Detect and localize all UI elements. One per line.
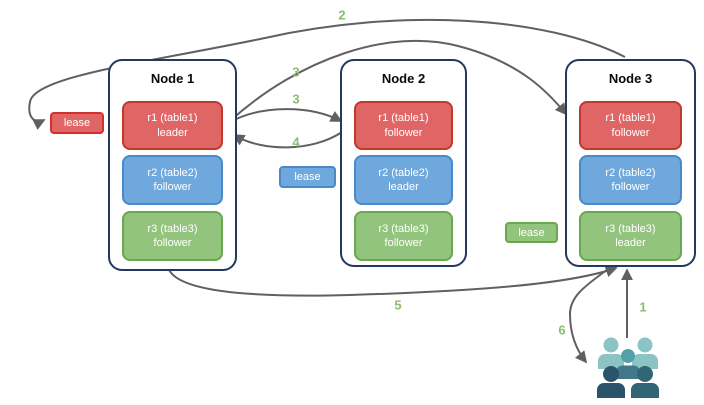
arrow-step4-to-node1 bbox=[232, 131, 343, 149]
replica-name: r2 (table2) bbox=[378, 166, 429, 179]
step-label-3b: 3 bbox=[292, 91, 300, 107]
replica-role: follower bbox=[153, 237, 192, 249]
lease-badge-r3: lease bbox=[505, 222, 558, 243]
replica-name: r3 (table3) bbox=[605, 222, 656, 235]
node2-replica-r1: r1 (table1) follower bbox=[354, 101, 453, 150]
replica-name: r3 (table3) bbox=[378, 222, 429, 235]
node-1-title: Node 1 bbox=[150, 71, 195, 86]
replica-name: r1 (table1) bbox=[605, 112, 656, 125]
arrow-step3-to-node2 bbox=[229, 108, 343, 123]
replica-name: r2 (table2) bbox=[147, 166, 198, 179]
node-2-title: Node 2 bbox=[381, 71, 426, 86]
node1-replica-r3: r3 (table3) follower bbox=[122, 211, 223, 261]
arrow-step6 bbox=[568, 265, 613, 364]
users-back-left bbox=[598, 337, 624, 369]
step-label-1: 1 bbox=[639, 299, 647, 315]
users-front-left bbox=[597, 366, 625, 398]
lease-badge-r1: lease bbox=[50, 112, 104, 134]
users-back-right bbox=[632, 337, 658, 369]
users-icon bbox=[597, 337, 659, 398]
users-middle bbox=[616, 349, 640, 379]
replica-name: r1 (table1) bbox=[147, 112, 198, 125]
replica-role: follower bbox=[384, 126, 423, 139]
replica-name: r1 (table1) bbox=[378, 112, 429, 125]
lease-badge-r2: lease bbox=[279, 166, 336, 188]
replica-name: r3 (table3) bbox=[147, 222, 198, 235]
arrow-step2 bbox=[28, 18, 626, 130]
node3-replica-r2: r2 (table2) follower bbox=[579, 155, 682, 205]
arrow-step5 bbox=[167, 265, 618, 297]
node3-replica-r3: r3 (table3) leader bbox=[579, 211, 682, 261]
replica-role: leader bbox=[388, 181, 419, 193]
replica-role: follower bbox=[153, 181, 192, 193]
replica-role: follower bbox=[611, 181, 650, 193]
node2-replica-r3: r3 (table3) follower bbox=[354, 211, 453, 261]
users-front-right bbox=[631, 366, 659, 398]
node-3-title: Node 3 bbox=[608, 71, 653, 86]
step-label-6: 6 bbox=[558, 322, 566, 338]
step-label-5: 5 bbox=[394, 297, 402, 313]
node1-replica-r2: r2 (table2) follower bbox=[122, 155, 223, 205]
step-label-2: 2 bbox=[338, 7, 346, 23]
replica-name: r2 (table2) bbox=[605, 166, 656, 179]
node-3: Node 3 r1 (table1) follower r2 (table2) … bbox=[565, 59, 696, 267]
replica-role: follower bbox=[611, 126, 650, 139]
replica-role: leader bbox=[157, 126, 188, 139]
step-label-3a: 3 bbox=[292, 64, 300, 80]
replica-role: leader bbox=[615, 237, 646, 249]
node-2: Node 2 r1 (table1) follower r2 (table2) … bbox=[340, 59, 467, 267]
arrow-step3-to-node3 bbox=[229, 39, 568, 122]
node-1: Node 1 r1 (table1) leader r2 (table2) fo… bbox=[108, 59, 237, 271]
step-label-4: 4 bbox=[292, 134, 300, 150]
node3-replica-r1: r1 (table1) follower bbox=[579, 101, 682, 150]
replica-role: follower bbox=[384, 237, 423, 249]
node2-replica-r2: r2 (table2) leader bbox=[354, 155, 453, 205]
node1-replica-r1: r1 (table1) leader bbox=[122, 101, 223, 150]
